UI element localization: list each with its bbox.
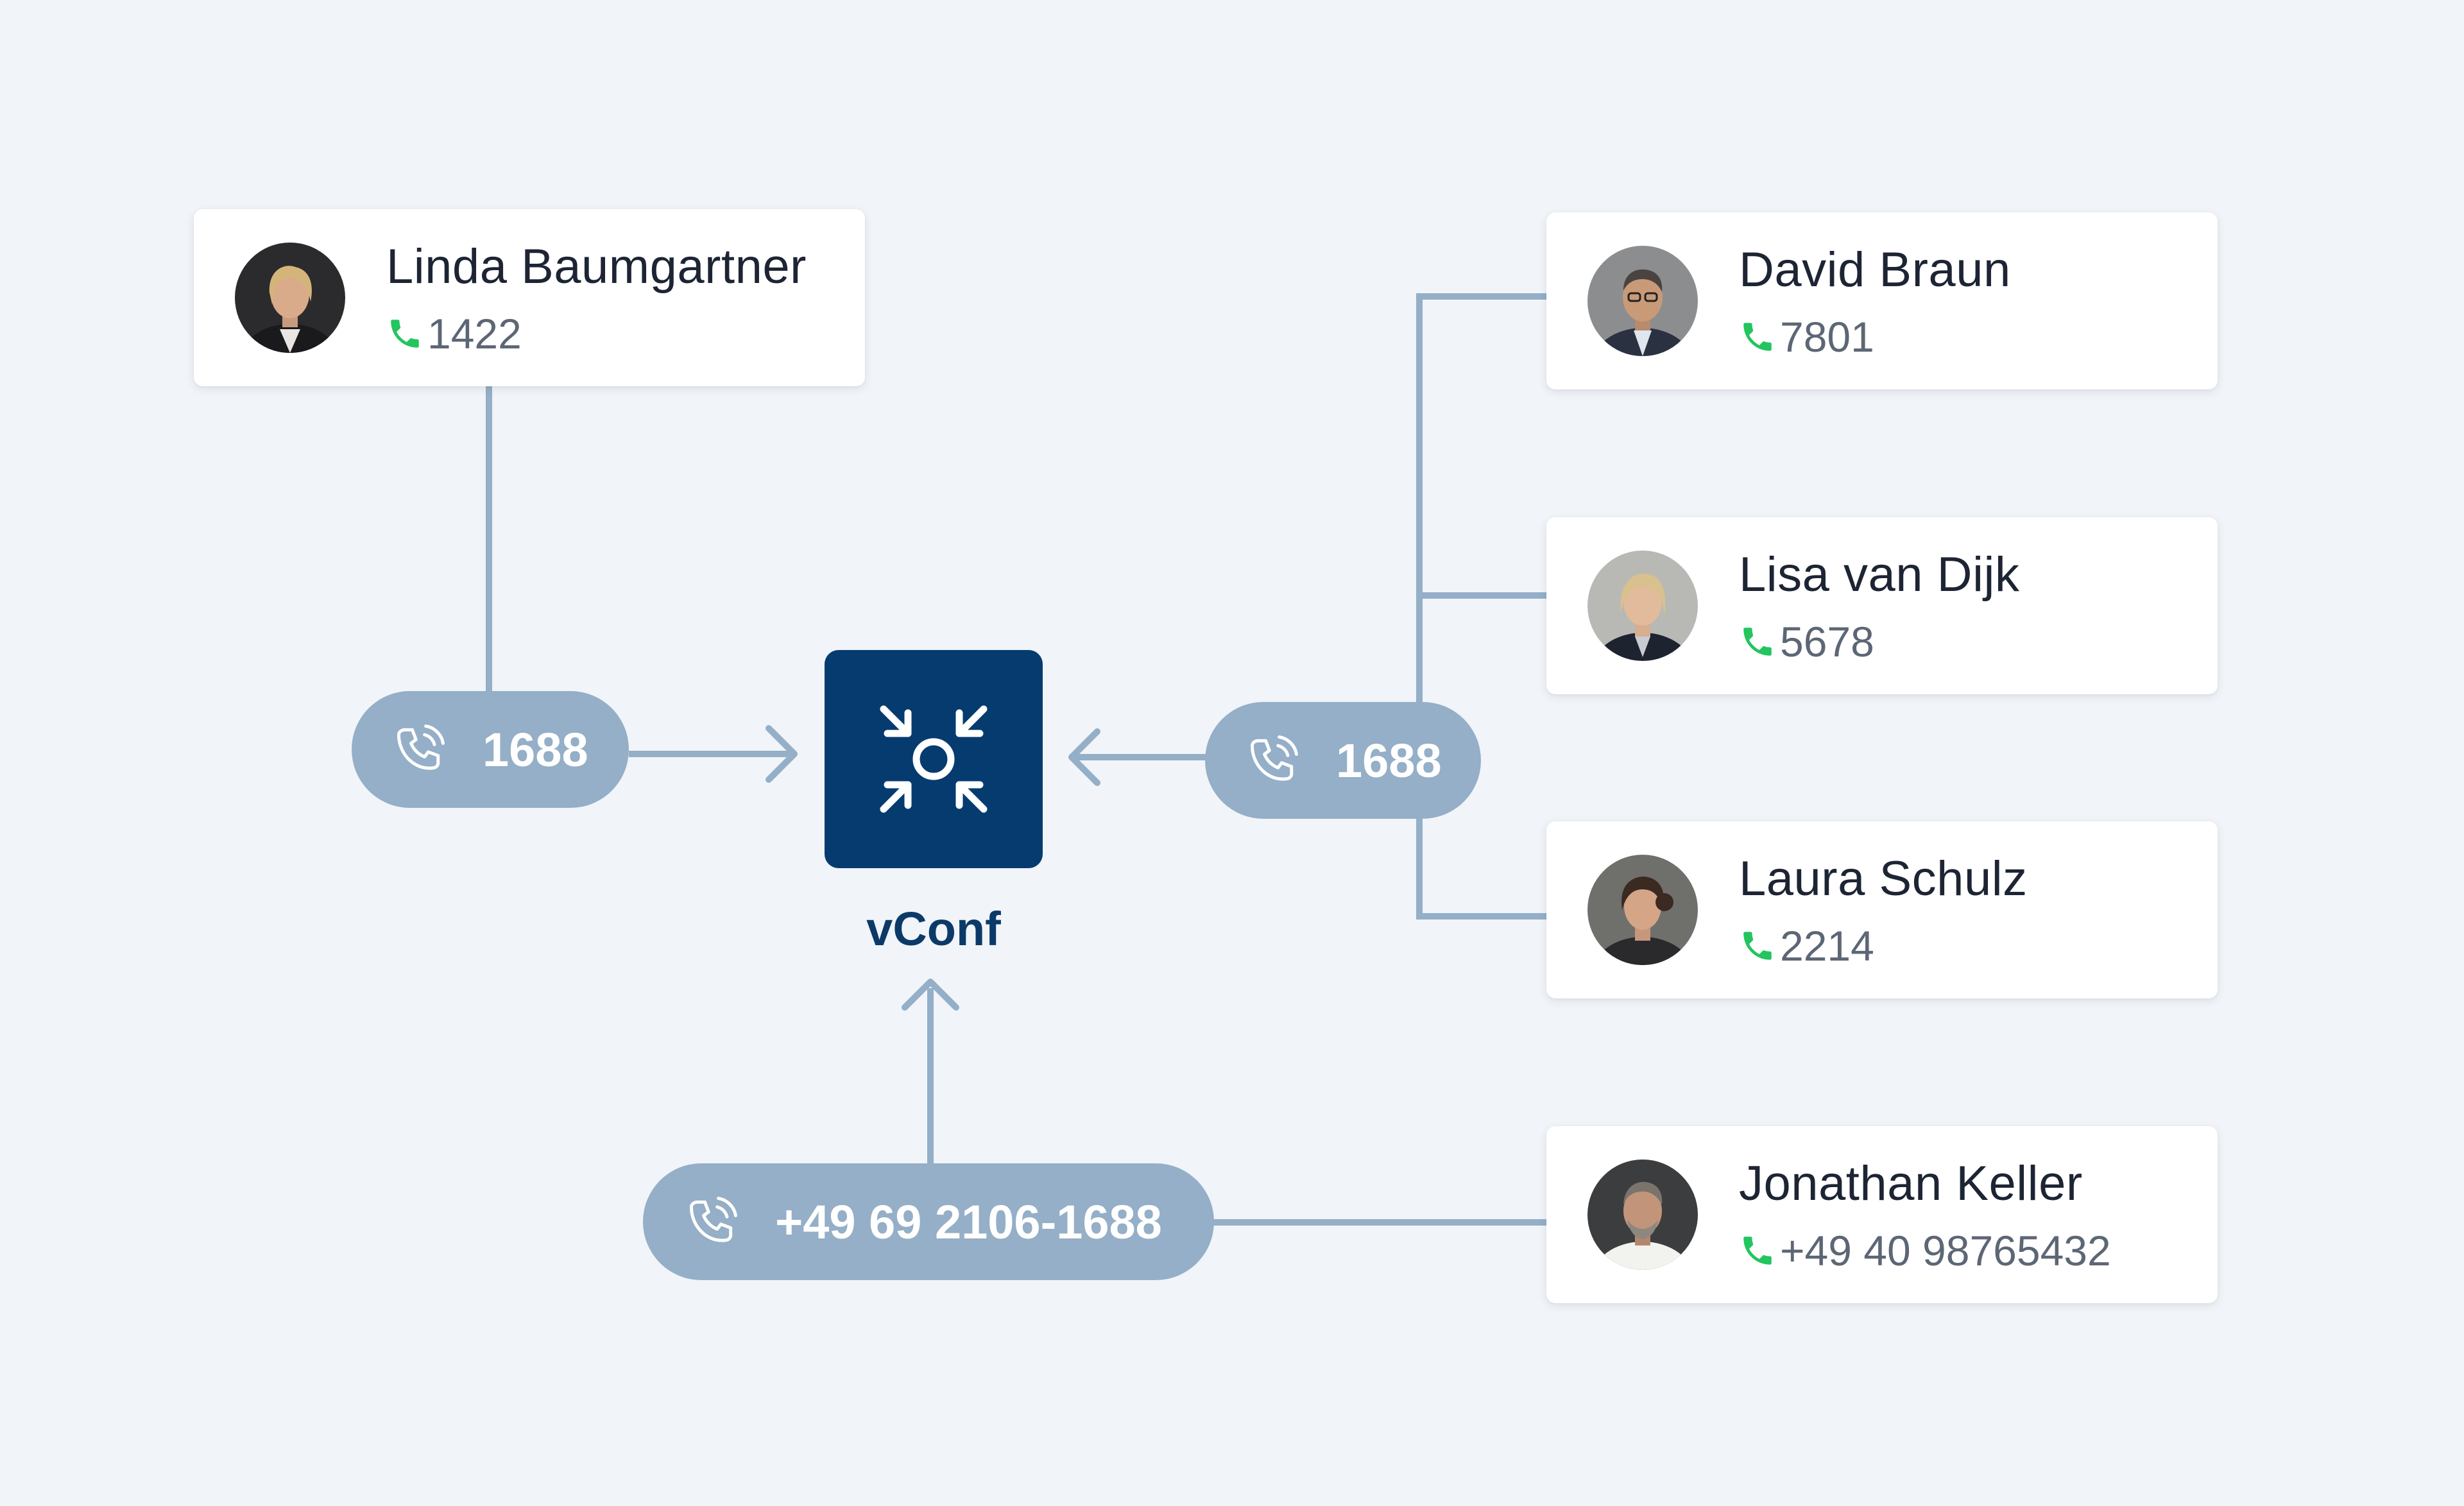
phone-ringing-icon	[1250, 735, 1298, 781]
participant-card-lisa[interactable]: Lisa van Dijk 5678	[1546, 517, 2218, 694]
participant-extension-row: 1422	[386, 309, 522, 358]
avatar	[1587, 1159, 1698, 1270]
dial-in-pill-left[interactable]: 1688	[352, 691, 629, 808]
arrow-head-bottom	[902, 979, 959, 1011]
participant-extension: 7801	[1780, 313, 1874, 361]
dial-in-pill-bottom[interactable]: +49 69 2106-1688	[643, 1163, 1214, 1280]
participant-name: Linda Baumgartner	[386, 239, 807, 294]
arrow-head-left	[766, 725, 798, 783]
participant-extension: +49 40 98765432	[1780, 1227, 2111, 1274]
dial-in-number: 1688	[483, 723, 588, 776]
phone-ringing-icon	[689, 1197, 737, 1242]
participant-extension-row: 7801	[1739, 312, 1874, 361]
phone-icon	[1743, 1236, 1772, 1265]
phone-ringing-icon	[397, 724, 445, 770]
hub-label: vConf	[866, 902, 1001, 955]
phone-icon	[1743, 932, 1772, 960]
participant-name: David Braun	[1739, 243, 2011, 297]
avatar	[235, 243, 345, 353]
avatar	[1587, 246, 1698, 356]
participant-extension: 5678	[1780, 618, 1874, 665]
conference-bridge-icon	[880, 705, 988, 813]
participant-card-jonathan[interactable]: Jonathan Keller +49 40 98765432	[1546, 1126, 2218, 1303]
participant-extension: 1422	[427, 310, 522, 357]
arrow-head-right	[1068, 728, 1100, 786]
participant-card-laura[interactable]: Laura Schulz 2214	[1546, 821, 2218, 998]
participant-extension: 2214	[1780, 922, 1874, 970]
dial-in-number: 1688	[1336, 733, 1442, 787]
participant-name: Laura Schulz	[1739, 851, 2028, 906]
avatar	[1587, 855, 1698, 965]
vconf-hub[interactable]	[825, 650, 1043, 868]
phone-icon	[391, 320, 419, 348]
dial-in-pill-right[interactable]: 1688	[1205, 702, 1481, 819]
participant-name: Jonathan Keller	[1739, 1156, 2083, 1211]
phone-icon	[1743, 323, 1772, 351]
participant-extension-row: +49 40 98765432	[1739, 1226, 2111, 1275]
participant-name: Lisa van Dijk	[1739, 547, 2020, 602]
participant-card-linda[interactable]: Linda Baumgartner 1422	[194, 209, 865, 386]
participant-card-david[interactable]: David Braun 7801	[1546, 212, 2218, 389]
avatar	[1587, 551, 1698, 661]
dial-in-number: +49 69 2106-1688	[775, 1195, 1162, 1249]
participant-extension-row: 5678	[1739, 617, 1874, 666]
participant-extension-row: 2214	[1739, 921, 1874, 970]
phone-icon	[1743, 628, 1772, 656]
